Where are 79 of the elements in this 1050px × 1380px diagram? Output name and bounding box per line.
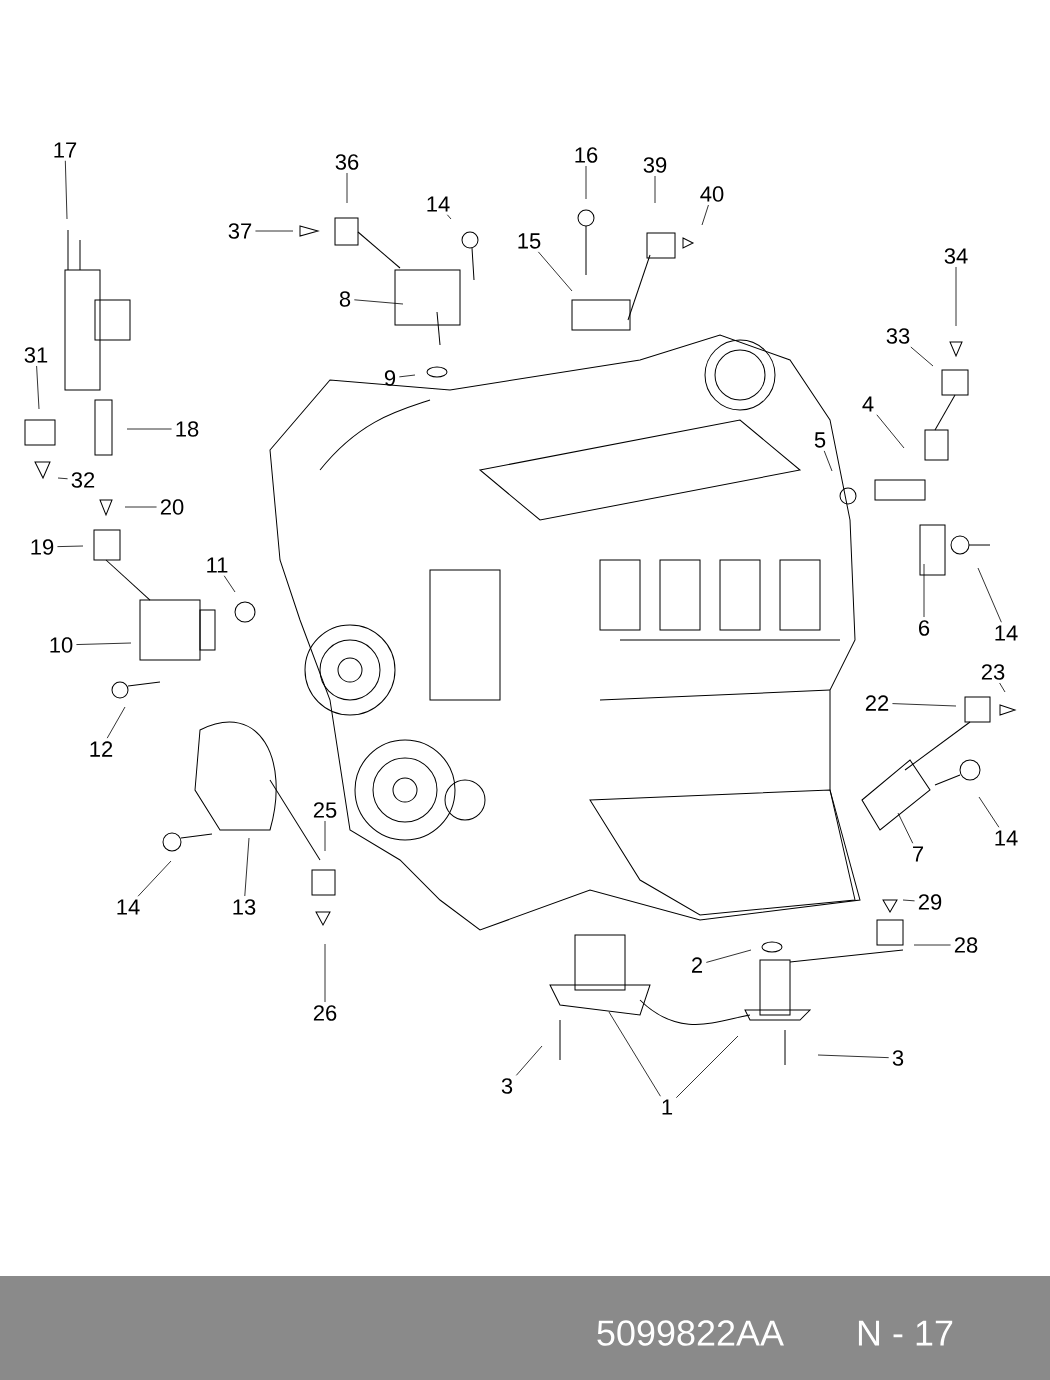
callout-number: 3 (501, 1078, 513, 1094)
callout-number: 16 (575, 147, 598, 163)
callout-number: 40 (700, 186, 724, 202)
leader-line (515, 1045, 543, 1076)
part-number: 5099822AA (597, 1320, 784, 1346)
leader-line (913, 944, 951, 946)
callout-number: 13 (233, 899, 256, 915)
leader-line (537, 251, 573, 292)
callout-number: 14 (117, 899, 140, 915)
callout-number: 39 (643, 157, 667, 173)
callout-number: 11 (207, 557, 228, 573)
callout-number: 34 (944, 248, 968, 264)
callout-number: 22 (865, 695, 889, 711)
leader-line (398, 374, 416, 378)
callout-number: 15 (518, 233, 541, 249)
callout-number: 37 (228, 223, 252, 239)
leader-line (223, 575, 236, 593)
leader-line (892, 703, 957, 707)
leader-line (446, 214, 452, 220)
leader-line (823, 450, 833, 472)
callout-number: 29 (918, 894, 942, 910)
leader-line (585, 165, 587, 200)
leader-line (346, 172, 348, 204)
callout-number: 25 (313, 802, 337, 818)
leader-line (675, 1035, 739, 1099)
leader-line (106, 706, 126, 739)
callout-number: 33 (886, 328, 910, 344)
leader-line (57, 477, 68, 480)
callout-number: 9 (384, 370, 396, 386)
leader-line (897, 812, 914, 844)
callout-number: 5 (814, 432, 826, 448)
leader-line (324, 820, 326, 852)
callout-number: 28 (954, 937, 978, 953)
leader-line (978, 796, 1000, 828)
leader-line (324, 943, 326, 1003)
callout-number: 18 (176, 421, 199, 437)
callout-number: 20 (160, 499, 184, 515)
leader-line (705, 949, 752, 963)
callout-number: 32 (71, 472, 95, 488)
callout-number: 1 (662, 1099, 673, 1115)
callout-number: 7 (913, 846, 924, 862)
leader-line (817, 1054, 890, 1059)
callout-number: 14 (995, 830, 1018, 846)
callout-number: 17 (54, 142, 77, 158)
callout-number: 3 (892, 1050, 904, 1066)
callout-number: 2 (692, 957, 702, 973)
callout-number: 8 (339, 291, 351, 307)
callout-number: 6 (919, 620, 930, 636)
leader-line (977, 567, 1002, 623)
callout-number: 26 (313, 1005, 337, 1021)
callout-number: 4 (862, 396, 874, 412)
leader-line (999, 682, 1006, 693)
leader-line (137, 860, 172, 897)
callout-number: 31 (24, 347, 48, 363)
leader-line (902, 899, 915, 902)
leader-line (57, 545, 84, 548)
leader-line (244, 837, 250, 897)
leader-line (124, 506, 157, 508)
callout-number: 14 (995, 625, 1018, 641)
leader-line (64, 160, 68, 220)
leader-line (910, 346, 934, 367)
leader-line (654, 175, 656, 204)
callout-number: 19 (31, 539, 54, 555)
page-number: N - 17 (858, 1320, 953, 1346)
callout-number: 12 (90, 741, 113, 757)
callout-number: 14 (427, 196, 450, 212)
leader-line (923, 563, 925, 618)
leader-line (876, 414, 905, 449)
callout-number: 10 (50, 637, 73, 653)
leader-line (955, 266, 957, 327)
callout-number: 23 (981, 664, 1005, 680)
leader-line (126, 428, 172, 430)
leader-line (36, 365, 40, 410)
leader-line (701, 204, 709, 226)
leader-line (353, 299, 404, 305)
callout-number: 36 (335, 154, 359, 170)
leader-line (76, 642, 132, 645)
leader-line (255, 230, 294, 232)
leader-line (608, 1011, 661, 1097)
